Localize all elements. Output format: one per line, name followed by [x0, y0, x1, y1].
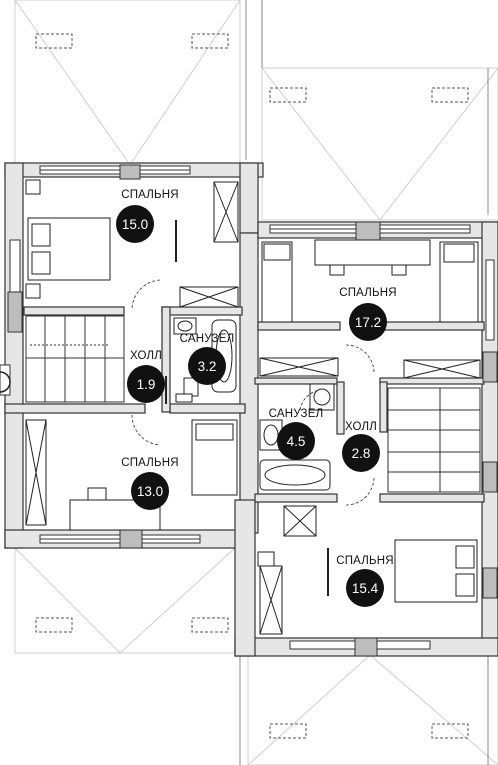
room-area-badge-hall-1: 1.9	[127, 365, 165, 403]
door-leaves	[165, 220, 329, 596]
room-label-bedroom-4: СПАЛЬНЯ	[336, 555, 394, 567]
room-area-badge-bedroom-1: 15.0	[116, 205, 154, 243]
room-area-badge-bedroom-4: 15.4	[346, 569, 384, 607]
room-label-bedroom-1: СПАЛЬНЯ	[121, 189, 179, 201]
room-label-bedroom-3: СПАЛЬНЯ	[121, 457, 179, 469]
room-label-bathroom-1: САНУЗЕЛ	[179, 333, 235, 345]
furniture-beds	[27, 217, 479, 603]
room-area-badge-bathroom-2: 4.5	[277, 422, 315, 460]
room-label-bathroom-2: САНУЗЕЛ	[268, 408, 324, 420]
balcony-marker	[0, 371, 11, 393]
furniture-tables	[25, 179, 431, 531]
room-label-hall-1: ХОЛЛ	[130, 350, 162, 362]
roof-edge-lines	[239, 0, 489, 765]
staircases	[25, 315, 481, 493]
room-label-bedroom-2: СПАЛЬНЯ	[339, 287, 397, 299]
furniture-wardrobes	[25, 181, 481, 635]
door-swings	[131, 279, 375, 506]
room-label-hall-2: ХОЛЛ	[345, 421, 377, 433]
room-area-badge-bathroom-1: 3.2	[188, 347, 226, 385]
room-area-badge-bedroom-3: 13.0	[131, 472, 169, 510]
roof-vents	[35, 33, 469, 739]
room-area-badge-bedroom-2: 17.2	[349, 303, 387, 341]
room-area-badge-hall-2: 2.8	[342, 434, 380, 472]
windows	[0, 164, 498, 657]
